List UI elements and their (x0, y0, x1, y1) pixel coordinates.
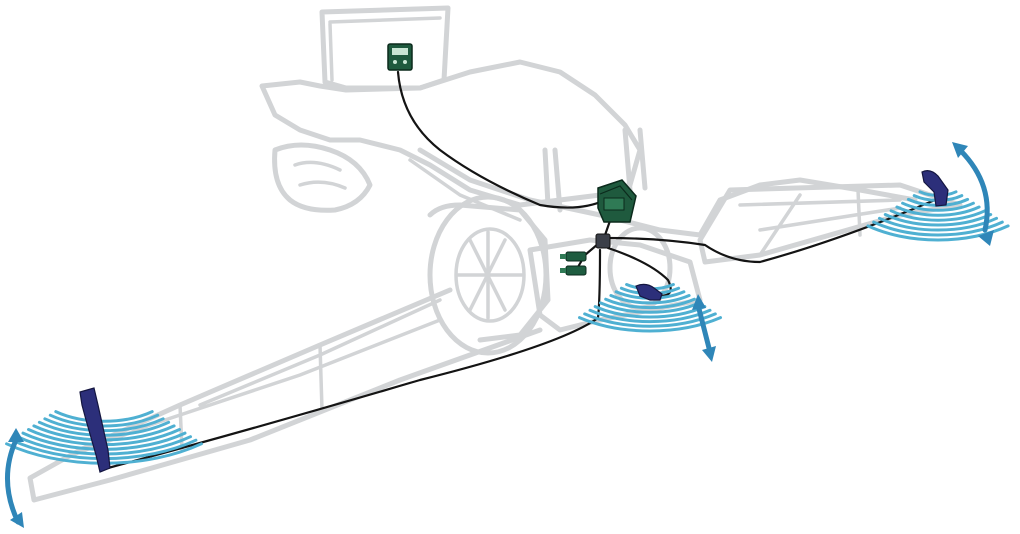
double-arrow-icon (695, 302, 713, 355)
wave-arc (588, 308, 712, 324)
wave-arc (895, 205, 981, 217)
display-terminal-icon (387, 43, 413, 71)
wave-arc (593, 305, 707, 319)
right-sensor-assembly (866, 142, 1010, 246)
double-arrow-icon (5, 437, 21, 525)
wave-arc (54, 410, 154, 423)
ultrasonic-sensor-icon (635, 283, 663, 301)
wave-arc (598, 301, 702, 314)
wave-arc (609, 294, 691, 305)
front-wheel-outline (272, 142, 373, 213)
ultrasonic-sensor-icon (79, 387, 111, 473)
cable-junction-icon (595, 233, 611, 249)
wave-arc (604, 297, 696, 310)
tractor-sprayer-outline (27, 5, 963, 503)
ultrasonic-sensor-icon (921, 170, 949, 207)
left-sensor-assembly (5, 387, 203, 528)
wave-arc (889, 209, 987, 222)
lift-frame-outline (542, 127, 648, 213)
wave-arc (883, 213, 993, 227)
wiring-harness (106, 70, 937, 470)
wave-arc (878, 216, 998, 232)
left-boom-outline (27, 287, 543, 503)
control-module-icon (597, 179, 637, 223)
chassis-outline (417, 147, 918, 238)
cable-display-to-controller (396, 70, 607, 209)
cable-junction-to-right-sensor (604, 198, 937, 264)
cable-junction-to-center-sensor (606, 246, 672, 298)
double-arrow-icon (957, 147, 990, 233)
center-sensor-assembly (578, 283, 722, 362)
hydraulic-valve-icon (560, 251, 587, 276)
wave-arc (48, 413, 160, 428)
wave-arc (901, 201, 975, 212)
